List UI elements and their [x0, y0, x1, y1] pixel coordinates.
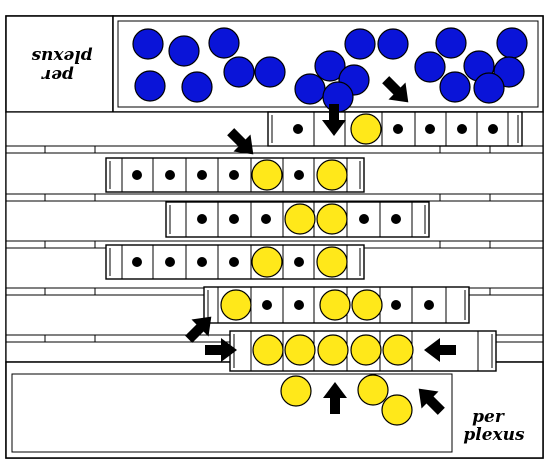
- hole: [132, 257, 142, 267]
- blue-ball: [378, 29, 408, 59]
- hole: [197, 214, 207, 224]
- yellow-ball: [285, 204, 315, 234]
- yellow-ball: [317, 247, 347, 277]
- hole: [229, 257, 239, 267]
- hole: [294, 257, 304, 267]
- hole: [457, 124, 467, 134]
- blue-ball: [135, 71, 165, 101]
- blue-ball: [474, 73, 504, 103]
- hole: [294, 300, 304, 310]
- blue-ball: [169, 36, 199, 66]
- yellow-ball: [252, 160, 282, 190]
- bottom-logo-line2: plexus: [463, 425, 525, 445]
- hole: [391, 214, 401, 224]
- hole: [391, 300, 401, 310]
- yellow-ball: [318, 335, 348, 365]
- top-logo-line2: plexus: [31, 46, 93, 66]
- blue-ball: [133, 29, 163, 59]
- hole: [132, 170, 142, 180]
- hole: [197, 257, 207, 267]
- hole: [488, 124, 498, 134]
- hole: [294, 170, 304, 180]
- blue-ball: [209, 28, 239, 58]
- yellow-ball: [252, 247, 282, 277]
- blue-ball: [440, 72, 470, 102]
- yellow-ball: [351, 335, 381, 365]
- hole: [229, 214, 239, 224]
- yellow-ball: [382, 395, 412, 425]
- blue-ball: [436, 28, 466, 58]
- hole: [359, 214, 369, 224]
- yellow-ball: [351, 114, 381, 144]
- blue-ball: [415, 52, 445, 82]
- blue-ball: [224, 57, 254, 87]
- yellow-ball: [285, 335, 315, 365]
- bottom-logo-line1: per: [472, 407, 505, 427]
- yellow-ball: [320, 290, 350, 320]
- yellow-ball: [253, 335, 283, 365]
- hole: [165, 257, 175, 267]
- hole: [229, 170, 239, 180]
- hole: [425, 124, 435, 134]
- yellow-ball: [317, 204, 347, 234]
- yellow-ball: [383, 335, 413, 365]
- hole: [197, 170, 207, 180]
- blue-ball: [255, 57, 285, 87]
- blue-ball: [182, 72, 212, 102]
- blue-ball: [295, 74, 325, 104]
- top-logo-line1: per: [41, 65, 74, 85]
- yellow-ball: [352, 290, 382, 320]
- yellow-ball: [358, 375, 388, 405]
- hole: [261, 214, 271, 224]
- hole: [293, 124, 303, 134]
- yellow-ball: [221, 290, 251, 320]
- blue-ball: [345, 29, 375, 59]
- hole: [424, 300, 434, 310]
- hole: [165, 170, 175, 180]
- rod-1[interactable]: [268, 112, 522, 146]
- yellow-ball: [317, 160, 347, 190]
- hole: [262, 300, 272, 310]
- yellow-ball: [281, 376, 311, 406]
- hole: [393, 124, 403, 134]
- blue-ball: [497, 28, 527, 58]
